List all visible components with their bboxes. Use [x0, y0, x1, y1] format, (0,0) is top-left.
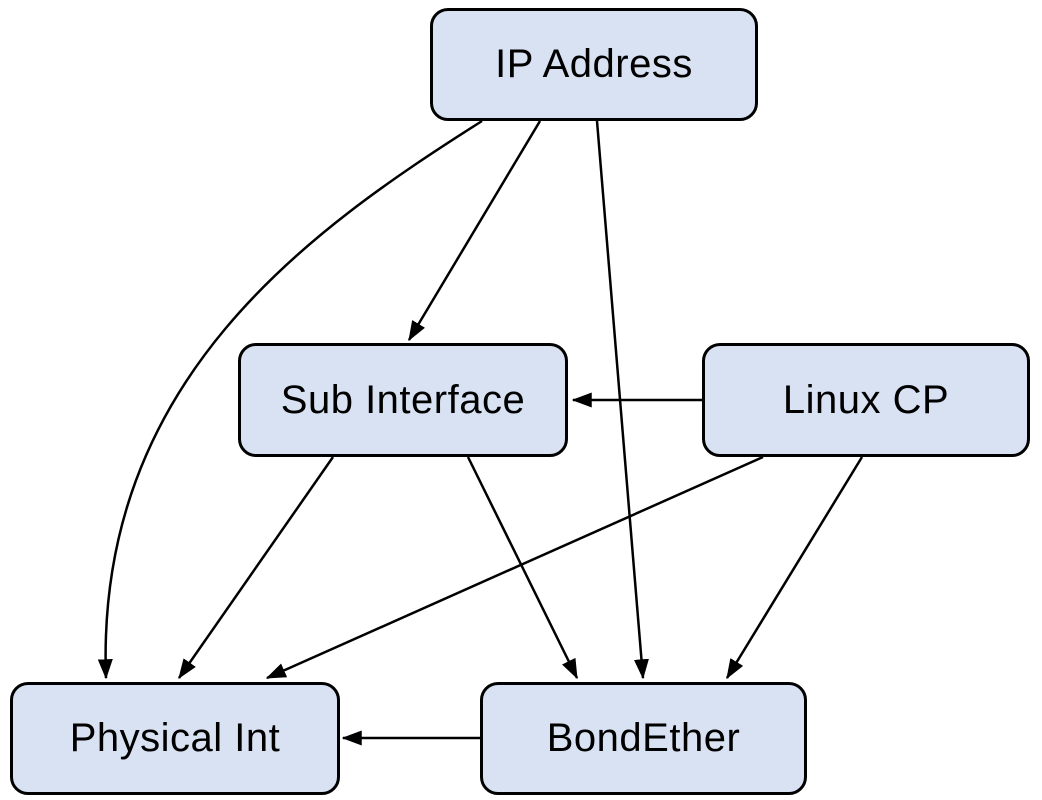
node-linux-cp-label: Linux CP [782, 377, 950, 422]
node-bond-ether: BondEther [480, 682, 807, 795]
node-linux-cp: Linux CP [702, 343, 1030, 457]
node-ip-address-label: IP Address [495, 42, 693, 86]
node-physical-int-label: Physical Int [69, 716, 281, 760]
edge-sub-interface-to-physical-int [177, 456, 335, 680]
edge-ip-address-to-sub-interface [407, 120, 542, 342]
node-bond-ether-label: BondEther [546, 716, 741, 760]
edge-linux-cp-to-physical-int [265, 455, 764, 680]
node-ip-address: IP Address [430, 8, 758, 121]
edge-ip-address-to-physical-int [97, 119, 483, 680]
edge-linux-cp-to-bond-ether [725, 456, 864, 680]
node-sub-interface: Sub Interface [238, 343, 568, 457]
node-sub-interface-label: Sub Interface [280, 377, 526, 422]
edge-sub-interface-to-bond-ether [466, 456, 579, 680]
node-physical-int: Physical Int [10, 682, 340, 795]
